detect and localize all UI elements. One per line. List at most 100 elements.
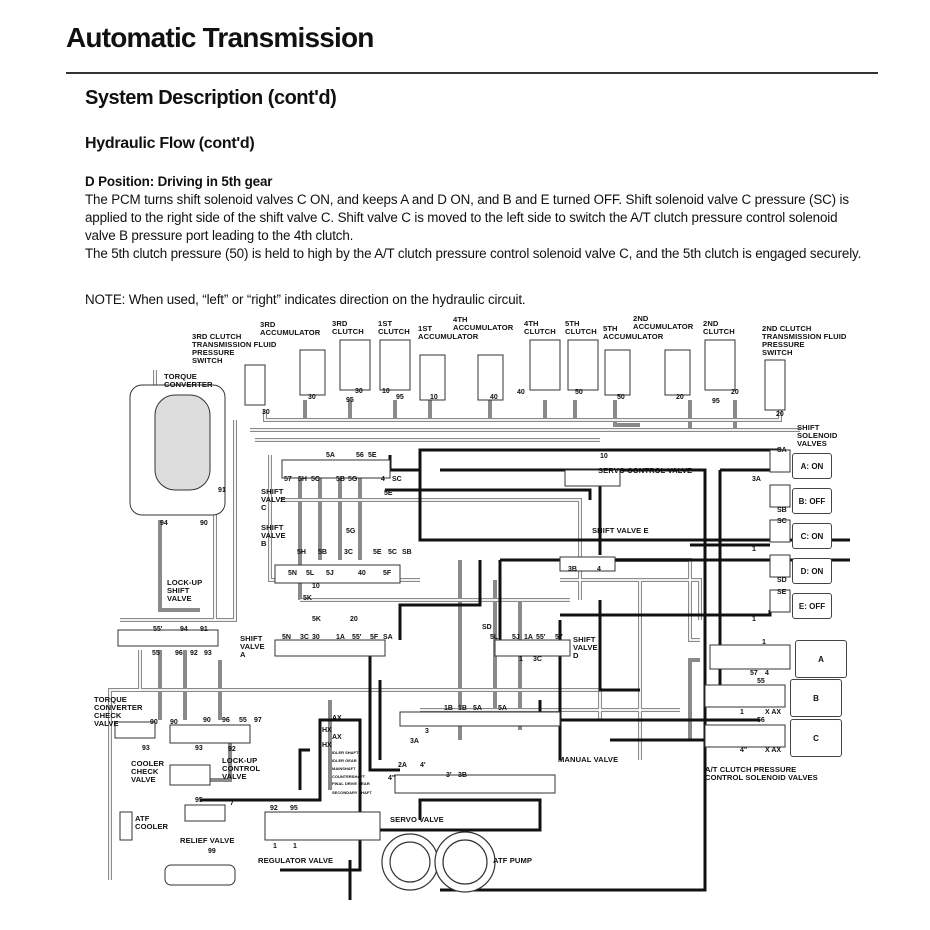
port-number: 5E [384, 490, 393, 497]
port-number: 4" [388, 775, 396, 782]
port-number: 5B [318, 549, 327, 556]
port-number: 1 [752, 546, 756, 553]
label-2nd-clutch-pressure-switch: 2ND CLUTCH TRANSMISSION FLUID PRESSURE S… [762, 324, 847, 357]
second-switch-body [764, 359, 786, 411]
port-number: 30 [355, 388, 363, 395]
solenoid-a-state: A: ON [792, 453, 832, 479]
port-number: 94 [180, 626, 188, 633]
port-number: 55 [757, 678, 765, 685]
port-number: 30 [312, 634, 320, 641]
port-number: 95 [346, 397, 354, 404]
port-number: 1A [336, 634, 345, 641]
filter-body [164, 864, 236, 886]
port-number: 20 [676, 394, 684, 401]
solenoid-b-state: B: OFF [792, 488, 832, 514]
port-number: 3A [752, 476, 761, 483]
port-number: X AX [765, 709, 782, 716]
port-number: 20 [776, 411, 784, 418]
port-number: 30 [308, 394, 316, 401]
port-number: 95 [290, 805, 298, 812]
port-number: 93 [195, 745, 203, 752]
port-number: 1 [273, 843, 277, 850]
port-number: 20 [731, 389, 739, 396]
port-number: SC [777, 518, 787, 525]
port-number: 92 [270, 805, 278, 812]
label-relief-valve: RELIEF VALVE [180, 836, 235, 845]
port-number: 4 [381, 476, 385, 483]
port-number: 55' [153, 626, 163, 633]
pressure-lines [200, 448, 850, 900]
port-number: 5C [311, 476, 320, 483]
servo-valve-body [394, 774, 556, 794]
port-number: 10 [430, 394, 438, 401]
shift-valve-b-body [274, 564, 401, 584]
port-number: SE [777, 589, 787, 596]
clutch-solenoid-b: B [790, 679, 842, 717]
port-number: 56 [356, 452, 364, 459]
port-number: 5G [346, 528, 356, 535]
section-title: System Description (cont'd) [85, 87, 337, 109]
shaft-label: MAINSHAFT [332, 766, 356, 771]
port-number: 3C [344, 549, 353, 556]
port-number: 40 [490, 394, 498, 401]
clutch-solenoid-a: A [795, 640, 847, 678]
lockup-shift-valve-body [117, 629, 219, 647]
port-number: SA [383, 634, 393, 641]
port-number: 5K [312, 616, 321, 623]
port-number: 10 [600, 453, 608, 460]
port-number: 95 [712, 398, 720, 405]
shaft-label: AX [332, 715, 342, 722]
label-shift-valve-c: SHIFT VALVE C [261, 487, 286, 512]
label-lockup-control-valve: LOCK-UP CONTROL VALVE [222, 756, 261, 781]
port-number: 5C [388, 549, 397, 556]
port-number: 56 [757, 717, 765, 724]
port-number: 91 [218, 487, 226, 494]
port-number: 5L [490, 634, 499, 641]
port-number: 5G [348, 476, 358, 483]
port-number: 3A [410, 738, 419, 745]
shaft-label: HX [322, 742, 332, 749]
port-number: 90 [200, 520, 208, 527]
label-3rd-clutch-pressure-switch: 3RD CLUTCH TRANSMISSION FLUID PRESSURE S… [192, 332, 277, 365]
label-2nd-clutch: 2ND CLUTCH [703, 319, 735, 336]
label-1st-clutch: 1ST CLUTCH [378, 319, 410, 336]
tc-check-valve-body [114, 721, 156, 739]
port-number: 1B [458, 705, 467, 712]
port-number: 4' [420, 762, 426, 769]
label-shift-valve-b: SHIFT VALVE B [261, 523, 286, 548]
port-number: 92 [228, 746, 236, 753]
port-number: 5F [370, 634, 379, 641]
port-number: SC [392, 476, 402, 483]
port-number: 93 [142, 745, 150, 752]
label-2nd-accumulator: 2ND ACCUMULATOR [633, 314, 694, 331]
port-number: 93 [204, 650, 212, 657]
port-number: 57 [555, 634, 563, 641]
port-number: 1 [762, 639, 766, 646]
label-lockup-shift-valve: LOCK-UP SHIFT VALVE [167, 578, 203, 603]
port-number: 40 [517, 389, 525, 396]
port-number: 55' [352, 634, 362, 641]
third-switch-body [244, 364, 266, 406]
port-number: 96 [175, 650, 183, 657]
label-cooler-check-valve: COOLER CHECK VALVE [131, 759, 165, 784]
shaft-label: COUNTERSHAFT [332, 774, 366, 779]
shaft-label: IDLER SHAFT [332, 750, 359, 755]
description-heading: D Position: Driving in 5th gear [85, 174, 273, 189]
solenoid-e-state: E: OFF [792, 593, 832, 619]
label-atc-pressure-solenoids: A/T CLUTCH PRESSURE CONTROL SOLENOID VAL… [705, 765, 818, 782]
label-manual-valve: MANUAL VALVE [558, 755, 619, 764]
port-number: 5H [298, 476, 307, 483]
port-number: 3' [446, 772, 452, 779]
port-number: 5E [368, 452, 377, 459]
port-number: SD [777, 577, 787, 584]
label-tc-check-valve: TORQUE CONVERTER CHECK VALVE [94, 695, 143, 728]
port-number: 3B [458, 772, 467, 779]
port-number: 90 [150, 719, 158, 726]
port-number: 5J [512, 634, 520, 641]
port-number: 90 [170, 719, 178, 726]
port-number: 40 [358, 570, 366, 577]
description: D Position: Driving in 5th gear The PCM … [85, 173, 865, 263]
shaft-label: AX [332, 734, 342, 741]
shift-valve-a-body [274, 639, 386, 657]
label-4th-clutch: 4TH CLUTCH [524, 319, 556, 336]
